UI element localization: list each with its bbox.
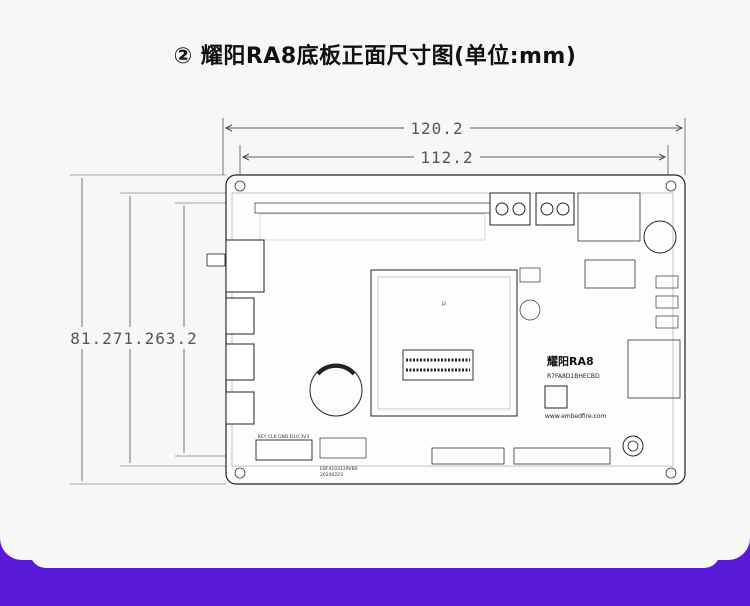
vertical-dimensions-label: 81.271.263.2 (70, 329, 198, 348)
left-connectors (206, 239, 265, 425)
mcu-part-number: R7FA8D1BHECBD (547, 373, 600, 380)
round-component (309, 363, 363, 417)
code-line-2: 20240223 (320, 472, 343, 478)
vertical-dimensions: 81.271.263.2 (58, 174, 232, 485)
outer-width-label: 120.2 (410, 119, 463, 138)
right-top-components (577, 192, 677, 289)
code-line-1: EBF4103129VB0 (320, 466, 358, 472)
mcu-chip: J2 (370, 269, 518, 417)
page-title: ② 耀阳RA8底板正面尺寸图(单位:mm) (173, 44, 577, 69)
side-keys (655, 275, 679, 329)
outer-width-dimension: 120.2 (222, 118, 686, 175)
terminal-blocks (489, 192, 575, 226)
chip-label: J2 (441, 301, 446, 307)
website-label: www.embedfire.com (545, 413, 607, 420)
bottom-connectors: KEY CLK GND D10 3V3 EBF4103129VB0 202402… (255, 434, 644, 478)
bottom-pin-labels: KEY CLK GND D10 3V3 (258, 434, 309, 440)
inner-width-label: 112.2 (420, 148, 473, 167)
inner-width-dimension: 112.2 (239, 145, 669, 180)
board-brand: 耀阳RA8 (547, 354, 594, 368)
brand-area: 耀阳RA8 R7FA8D1BHECBD www.embedfire.com (519, 267, 681, 420)
